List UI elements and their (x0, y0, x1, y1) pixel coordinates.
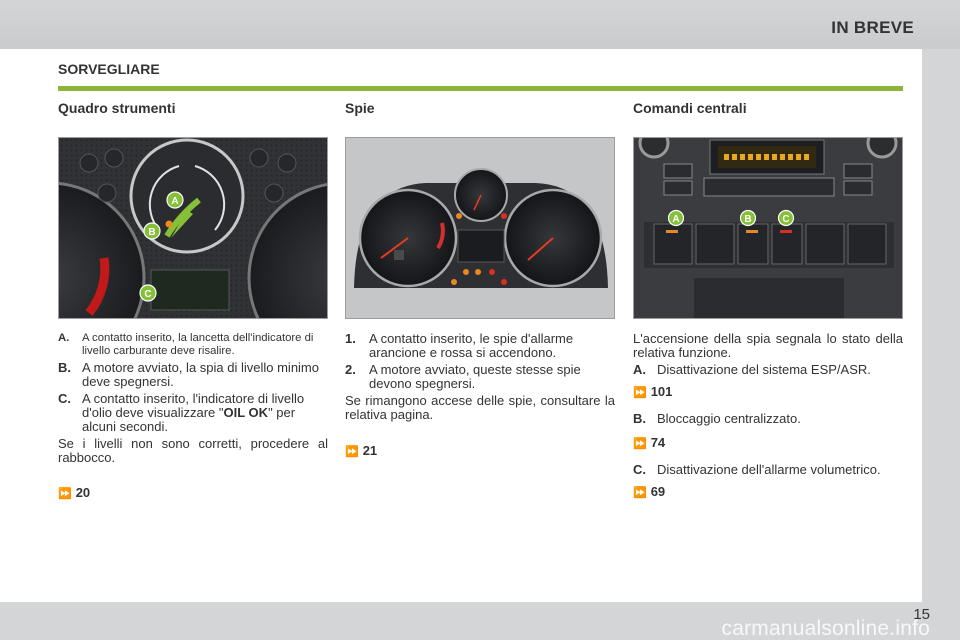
svg-text:B: B (744, 214, 751, 225)
page-reference[interactable]: ⏩74 (633, 435, 666, 451)
column-title: Comandi centrali (633, 100, 747, 116)
warning-lights-illustration (346, 138, 614, 318)
list-item-a: A. Disattivazione del sistema ESP/ASR. (633, 362, 871, 377)
warning-lights-text: 1. A contatto inserito, le spie d'allarm… (345, 332, 615, 459)
list-item-b: B. A motore avviato, la spia di livello … (58, 360, 319, 389)
page-reference[interactable]: ⏩20 (58, 485, 91, 501)
list-item-a: A. A contatto inserito, la lancetta dell… (58, 332, 314, 357)
instrument-panel-illustration: A B C (59, 138, 327, 318)
list-item-2: 2. A motore avviato, queste stesse spie … (345, 362, 581, 391)
refill-paragraph: Se i livelli non sono corretti, proceder… (58, 436, 328, 465)
svg-text:A: A (171, 196, 178, 207)
central-controls-illustration: A B C (634, 138, 902, 318)
callout-c: C (139, 284, 157, 302)
chapter-title: IN BREVE (831, 18, 914, 37)
oil-ok-label: OIL OK (223, 405, 269, 420)
list-item-1: 1. A contatto inserito, le spie d'allarm… (345, 331, 574, 360)
page-number: 15 (913, 606, 930, 623)
column-central-controls: Comandi centrali (633, 98, 903, 499)
callout-a: A (667, 209, 685, 227)
column-title: Quadro strumenti (58, 100, 176, 116)
intro-paragraph: L'accensione della spia segnala lo stato… (633, 331, 903, 360)
page-reference-icon: ⏩ (345, 446, 359, 458)
header-band (0, 0, 960, 49)
list-item-c: C. A contatto inserito, l'indicatore di … (58, 391, 305, 434)
svg-text:C: C (144, 289, 151, 300)
column-warning-lights: Spie (345, 98, 615, 458)
page-reference-icon: ⏩ (633, 387, 647, 399)
section-title: SORVEGLIARE (58, 61, 160, 77)
footer-band (0, 602, 960, 640)
right-margin-strip (922, 49, 960, 602)
warning-lights-photo (345, 137, 615, 319)
watermark: carmanualsonline.info (721, 617, 930, 640)
callout-b: B (143, 222, 161, 240)
page-reference[interactable]: ⏩69 (633, 484, 666, 500)
list-item-c: C. Disattivazione dell'allarme volumetri… (633, 462, 881, 477)
page-reference[interactable]: ⏩101 (633, 384, 673, 400)
instrument-panel-photo: A B C (58, 137, 328, 319)
section-divider (58, 86, 903, 91)
warning-paragraph: Se rimangono accese delle spie, consulta… (345, 393, 615, 422)
column-title: Spie (345, 100, 375, 116)
callout-c: C (777, 209, 795, 227)
callout-b: B (739, 209, 757, 227)
svg-text:C: C (782, 214, 789, 225)
list-item-b: B. Bloccaggio centralizzato. (633, 411, 801, 426)
central-controls-photo: A B C (633, 137, 903, 319)
svg-text:A: A (672, 214, 679, 225)
callout-a: A (166, 191, 184, 209)
page-reference[interactable]: ⏩21 (345, 443, 378, 459)
page-reference-icon: ⏩ (633, 487, 647, 499)
instrument-panel-text: A. A contatto inserito, la lancetta dell… (58, 332, 328, 501)
svg-text:B: B (148, 227, 155, 238)
page-reference-icon: ⏩ (58, 488, 72, 500)
column-instrument-panel: Quadro strumenti (58, 98, 328, 500)
page-reference-icon: ⏩ (633, 438, 647, 450)
central-controls-text: L'accensione della spia segnala lo stato… (633, 332, 903, 500)
